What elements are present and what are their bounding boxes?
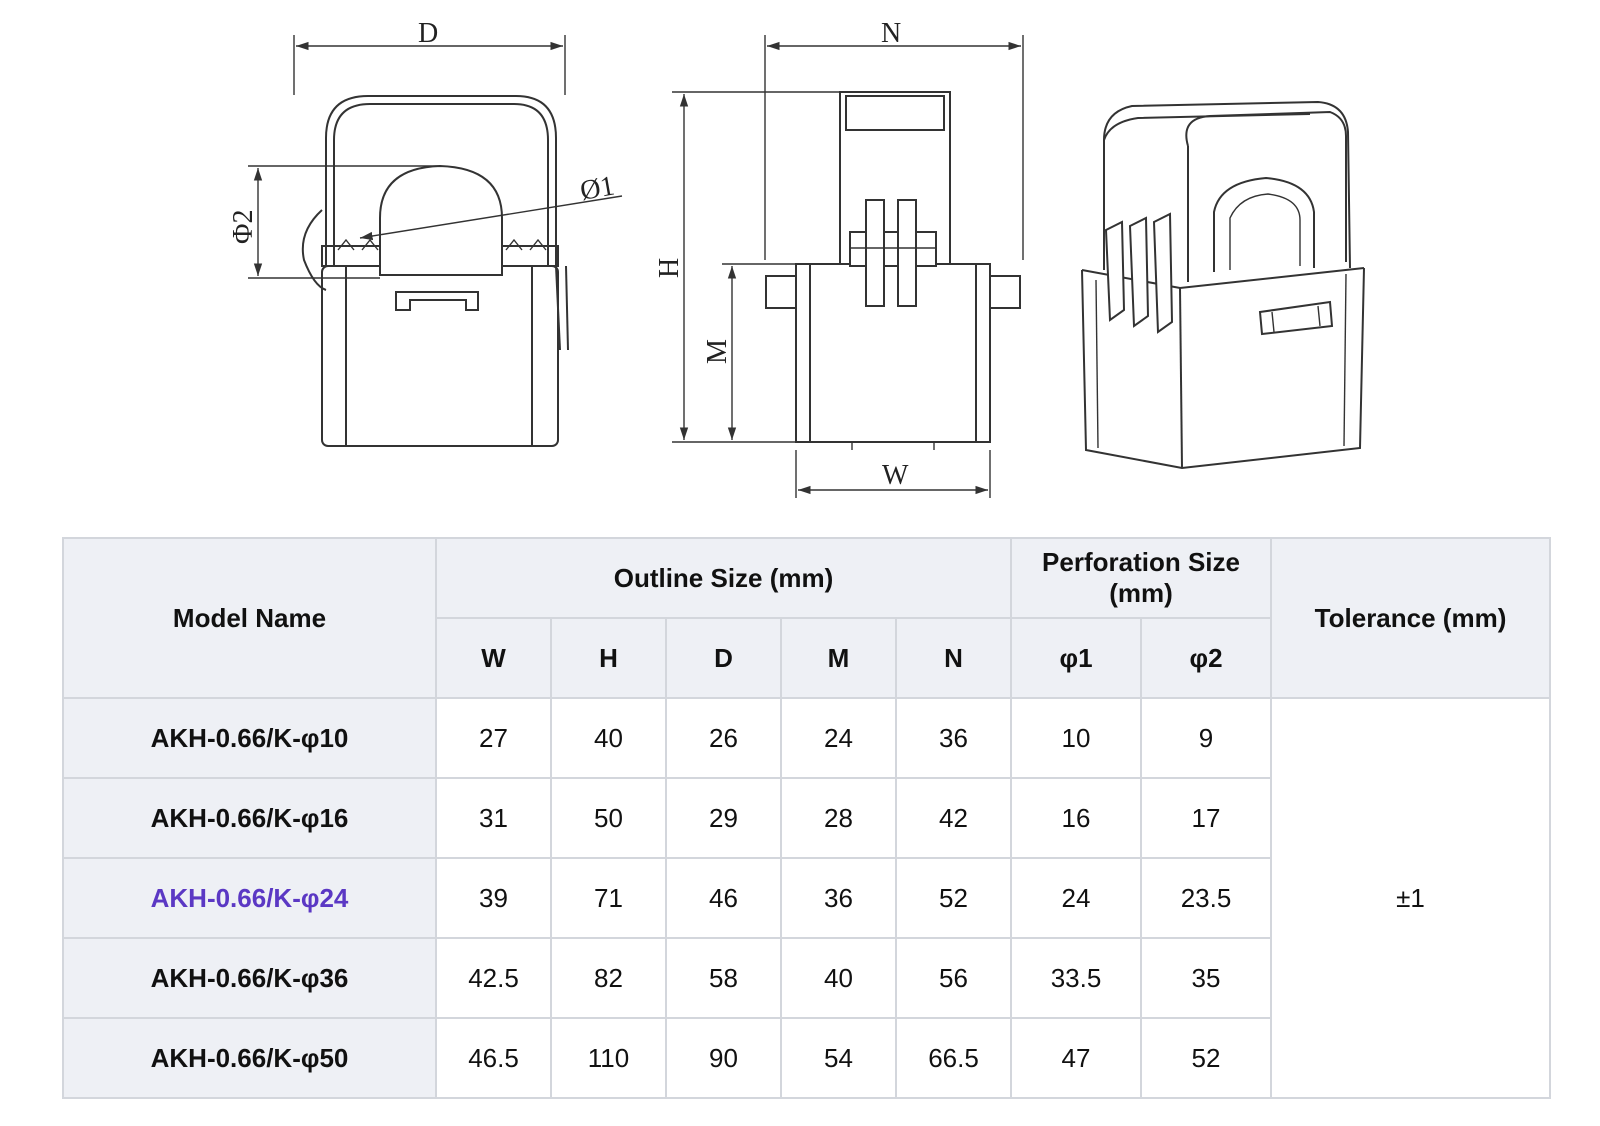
dimension-table-wrapper: Model Name Outline Size (mm) Perforation…	[62, 537, 1552, 1099]
dim-label-h: H	[654, 258, 685, 278]
subheader-w: W	[435, 617, 552, 699]
table-row: AKH-0.66/K-φ24 39 71 46 36 52 24 23.5	[62, 857, 1550, 939]
value-phi2: 23.5	[1140, 857, 1273, 939]
tolerance-value: ±1	[1270, 697, 1552, 1099]
value-w: 27	[435, 697, 552, 779]
value-h: 40	[550, 697, 667, 779]
value-n: 36	[894, 697, 1013, 779]
header-outline-size: Outline Size (mm)	[434, 537, 1013, 619]
table-row: AKH-0.66/K-φ16 31 50 29 28 42 16 17	[62, 777, 1550, 859]
value-m: 40	[780, 937, 897, 1019]
value-phi1: 33.5	[1010, 937, 1143, 1019]
value-n: 52	[894, 857, 1013, 939]
model-name-cell: AKH-0.66/K-φ50	[62, 1017, 437, 1099]
subheader-m: M	[780, 617, 897, 699]
value-d: 90	[665, 1017, 782, 1099]
value-h: 82	[550, 937, 667, 1019]
subheader-n: N	[894, 617, 1013, 699]
header-row-top: Model Name Outline Size (mm) Perforation…	[62, 537, 1552, 699]
dim-label-m: M	[702, 339, 733, 364]
dimension-table: Model Name Outline Size (mm) Perforation…	[62, 537, 1552, 1099]
header-tolerance: Tolerance (mm)	[1270, 537, 1552, 699]
subheader-h: H	[550, 617, 667, 699]
subheader-phi1: φ1	[1010, 617, 1143, 699]
value-n: 42	[894, 777, 1013, 859]
header-perforation-size: Perforation Size (mm)	[1010, 537, 1273, 619]
value-m: 24	[780, 697, 897, 779]
dim-label-phi2: Φ2	[228, 210, 259, 244]
model-name-cell: AKH-0.66/K-φ10	[62, 697, 437, 779]
value-phi1: 10	[1010, 697, 1143, 779]
value-n: 66.5	[894, 1017, 1013, 1099]
value-phi1: 16	[1010, 777, 1143, 859]
value-d: 58	[665, 937, 782, 1019]
header-model-name: Model Name	[62, 537, 437, 699]
dim-label-phi1: Ø1	[578, 170, 617, 206]
value-m: 36	[780, 857, 897, 939]
value-w: 31	[435, 777, 552, 859]
dim-label-w: W	[882, 460, 909, 491]
table-row: AKH-0.66/K-φ10 27 40 26 24 36 10 9 ±1	[62, 697, 1552, 1099]
value-d: 29	[665, 777, 782, 859]
table-row: AKH-0.66/K-φ50 46.5 110 90 54 66.5 47 52	[62, 1017, 1550, 1099]
side-view: N H M W	[654, 18, 1024, 498]
model-name-cell: AKH-0.66/K-φ16	[62, 777, 437, 859]
value-phi1: 47	[1010, 1017, 1143, 1099]
dim-label-d: D	[418, 18, 438, 49]
value-d: 26	[665, 697, 782, 779]
table-row: AKH-0.66/K-φ36 42.5 82 58 40 56 33.5 35	[62, 937, 1550, 1019]
technical-drawing: D Φ2 Ø1 N	[228, 18, 1365, 498]
value-m: 54	[780, 1017, 897, 1099]
value-h: 71	[550, 857, 667, 939]
value-phi2: 52	[1140, 1017, 1273, 1099]
value-n: 56	[894, 937, 1013, 1019]
value-d: 46	[665, 857, 782, 939]
header-row-sub: W H D M N φ1 φ2	[63, 617, 1550, 699]
model-name-cell: AKH-0.66/K-φ36	[62, 937, 437, 1019]
value-w: 46.5	[435, 1017, 552, 1099]
value-h: 50	[550, 777, 667, 859]
value-phi2: 9	[1140, 697, 1273, 779]
subheader-phi2: φ2	[1140, 617, 1273, 699]
value-m: 28	[780, 777, 897, 859]
value-w: 42.5	[435, 937, 552, 1019]
value-phi2: 17	[1140, 777, 1273, 859]
isometric-view	[1081, 100, 1365, 470]
value-phi2: 35	[1140, 937, 1273, 1019]
value-h: 110	[550, 1017, 667, 1099]
dim-label-n: N	[881, 18, 901, 49]
value-w: 39	[435, 857, 552, 939]
value-phi1: 24	[1010, 857, 1143, 939]
model-name-cell-highlighted[interactable]: AKH-0.66/K-φ24	[62, 857, 437, 939]
subheader-d: D	[665, 617, 782, 699]
front-view: D Φ2 Ø1	[228, 18, 623, 447]
